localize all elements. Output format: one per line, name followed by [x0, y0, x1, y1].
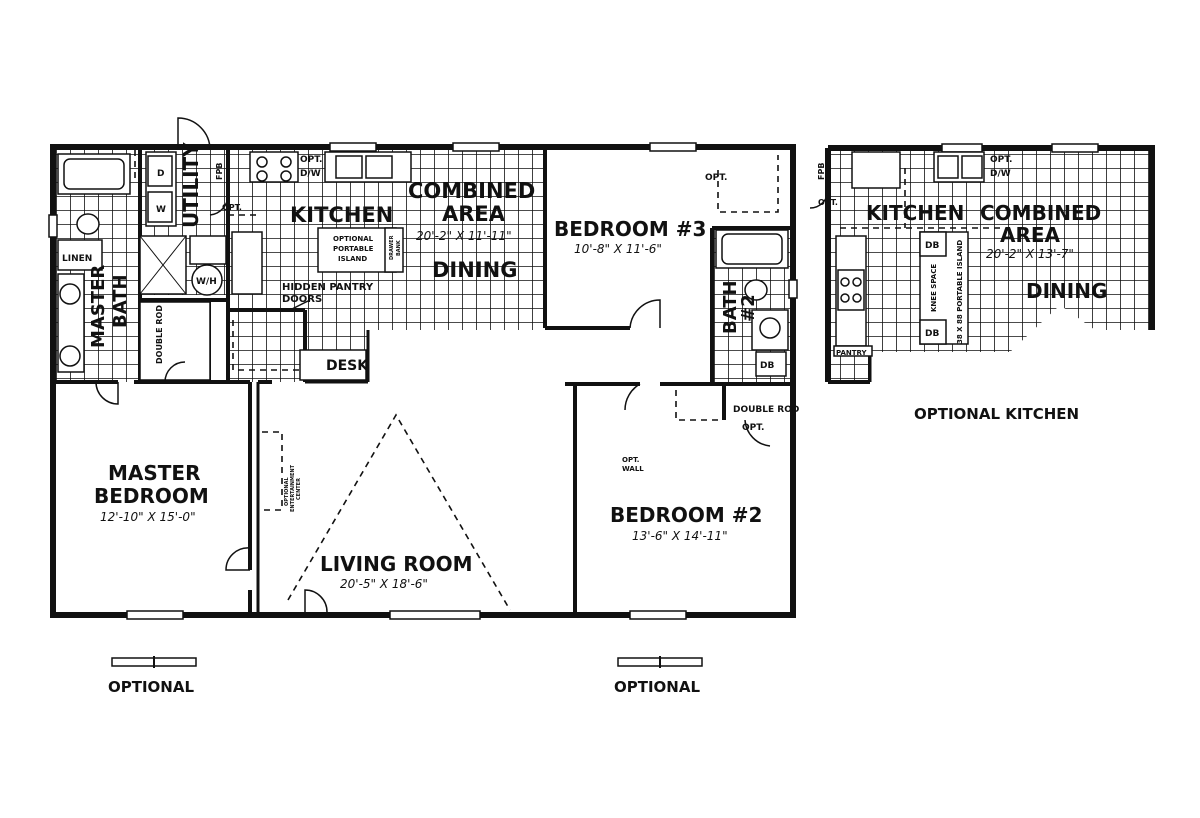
bedroom2-dim: 13'-6" X 14'-11": [632, 529, 728, 543]
double-rod-left-label: DOUBLE ROD: [155, 305, 164, 364]
master-bath-fixtures: [57, 151, 227, 381]
main-plan-labels: UTILITY KITCHEN OPT. D/W FPB OPT. COMBIN…: [62, 142, 799, 591]
combined-area-line1: COMBINED: [408, 179, 535, 203]
master-bedroom-dim: 12'-10" X 15'-0": [100, 510, 196, 524]
island-line3: ISLAND: [338, 255, 367, 263]
opt-small-label: OPT.: [818, 198, 838, 207]
kitchen-label: KITCHEN: [290, 203, 393, 227]
opt-kitchen-label: KITCHEN: [866, 201, 964, 225]
bedroom3-dim: 10'-8" X 11'-6": [574, 242, 662, 256]
drawer-bank-line2: BANK: [396, 239, 402, 256]
windows: [48, 142, 798, 620]
master-bath-line2: BATH: [110, 274, 131, 328]
entertainment-line1: OPTIONAL: [284, 477, 290, 506]
optional-left-label: OPTIONAL: [108, 678, 194, 696]
door-swings: [95, 117, 771, 613]
bedroom3-opt-label: OPT.: [705, 173, 727, 183]
bath2-fixtures: [715, 229, 789, 377]
main-floor-plan: UTILITY KITCHEN OPT. D/W FPB OPT. COMBIN…: [48, 117, 799, 696]
opt-db-bottom: DB: [925, 329, 939, 339]
drawer-bank-line1: DRAWER: [389, 235, 395, 260]
washer-label: W: [156, 205, 166, 215]
entertainment-line2: ENTERTAINMENT: [290, 464, 296, 512]
bedroom2-opt-label: OPT.: [742, 423, 764, 433]
opt-wall-line1: OPT.: [622, 456, 639, 464]
opt-dining-label: DINING: [1026, 279, 1107, 303]
hidden-pantry-line2: DOORS: [282, 294, 322, 305]
opt-pantry-label: PANTRY: [836, 349, 868, 357]
bath2-line2: #2: [738, 294, 759, 322]
bedroom3-label: BEDROOM #3: [554, 217, 706, 241]
living-room-dim: 20'-5" X 18'-6": [340, 577, 428, 591]
optional-dashed-elements: [134, 150, 779, 611]
bath2-db-label: DB: [760, 361, 774, 371]
opt-kitchen-fixtures: [833, 151, 985, 357]
opt-small-label: OPT.: [222, 203, 242, 212]
optional-kitchen-caption: OPTIONAL KITCHEN: [914, 405, 1079, 423]
optional-window-symbols: [111, 656, 703, 668]
combined-area-dim: 20'-2" X 11'-11": [416, 229, 512, 243]
bedroom2-label: BEDROOM #2: [610, 503, 762, 527]
opt-dw-line1: OPT.: [990, 155, 1012, 165]
combined-area-line2: AREA: [442, 202, 506, 226]
opt-db-top: DB: [925, 241, 939, 251]
opt-dw-line1: OPT.: [300, 155, 322, 165]
opt-combined-line1: COMBINED: [980, 201, 1101, 225]
entertainment-line3: CENTER: [296, 478, 302, 500]
opt-island-text: 38 X 88 PORTABLE ISLAND: [956, 240, 964, 344]
opt-combined-line2: AREA: [1000, 223, 1061, 247]
opt-dw-line2: D/W: [990, 169, 1011, 179]
double-rod-right-label: DOUBLE ROD: [733, 405, 799, 415]
master-bath-line1: MASTER: [88, 265, 109, 348]
opt-dw-line2: D/W: [300, 169, 321, 179]
island-line1: OPTIONAL: [333, 235, 374, 243]
optional-right-label: OPTIONAL: [614, 678, 700, 696]
living-room-label: LIVING ROOM: [320, 552, 473, 576]
opt-fpb-label: FPB: [817, 163, 826, 180]
hidden-pantry-line1: HIDDEN PANTRY: [282, 282, 374, 293]
master-bedroom-line2: BEDROOM: [94, 484, 209, 508]
kitchen-fixtures: [231, 151, 412, 381]
water-heater-label: W/H: [196, 277, 217, 287]
dryer-label: D: [157, 169, 164, 179]
opt-wall-line2: WALL: [622, 465, 644, 473]
desk-label: DESK: [326, 358, 369, 374]
opt-combined-dim: 20'-2" X 13'-7": [986, 247, 1074, 261]
opt-knee-space: KNEE SPACE: [930, 264, 938, 312]
bath2-line1: BATH: [720, 280, 741, 334]
master-bedroom-line1: MASTER: [108, 461, 201, 485]
linen-label: LINEN: [62, 254, 92, 264]
utility-label: UTILITY: [179, 142, 203, 228]
optional-kitchen-plan: KITCHEN COMBINED AREA 20'-2" X 13'-7" DI…: [809, 143, 1155, 423]
island-line2: PORTABLE: [333, 245, 374, 253]
fpb-label: FPB: [215, 163, 224, 180]
dining-label: DINING: [432, 258, 517, 282]
